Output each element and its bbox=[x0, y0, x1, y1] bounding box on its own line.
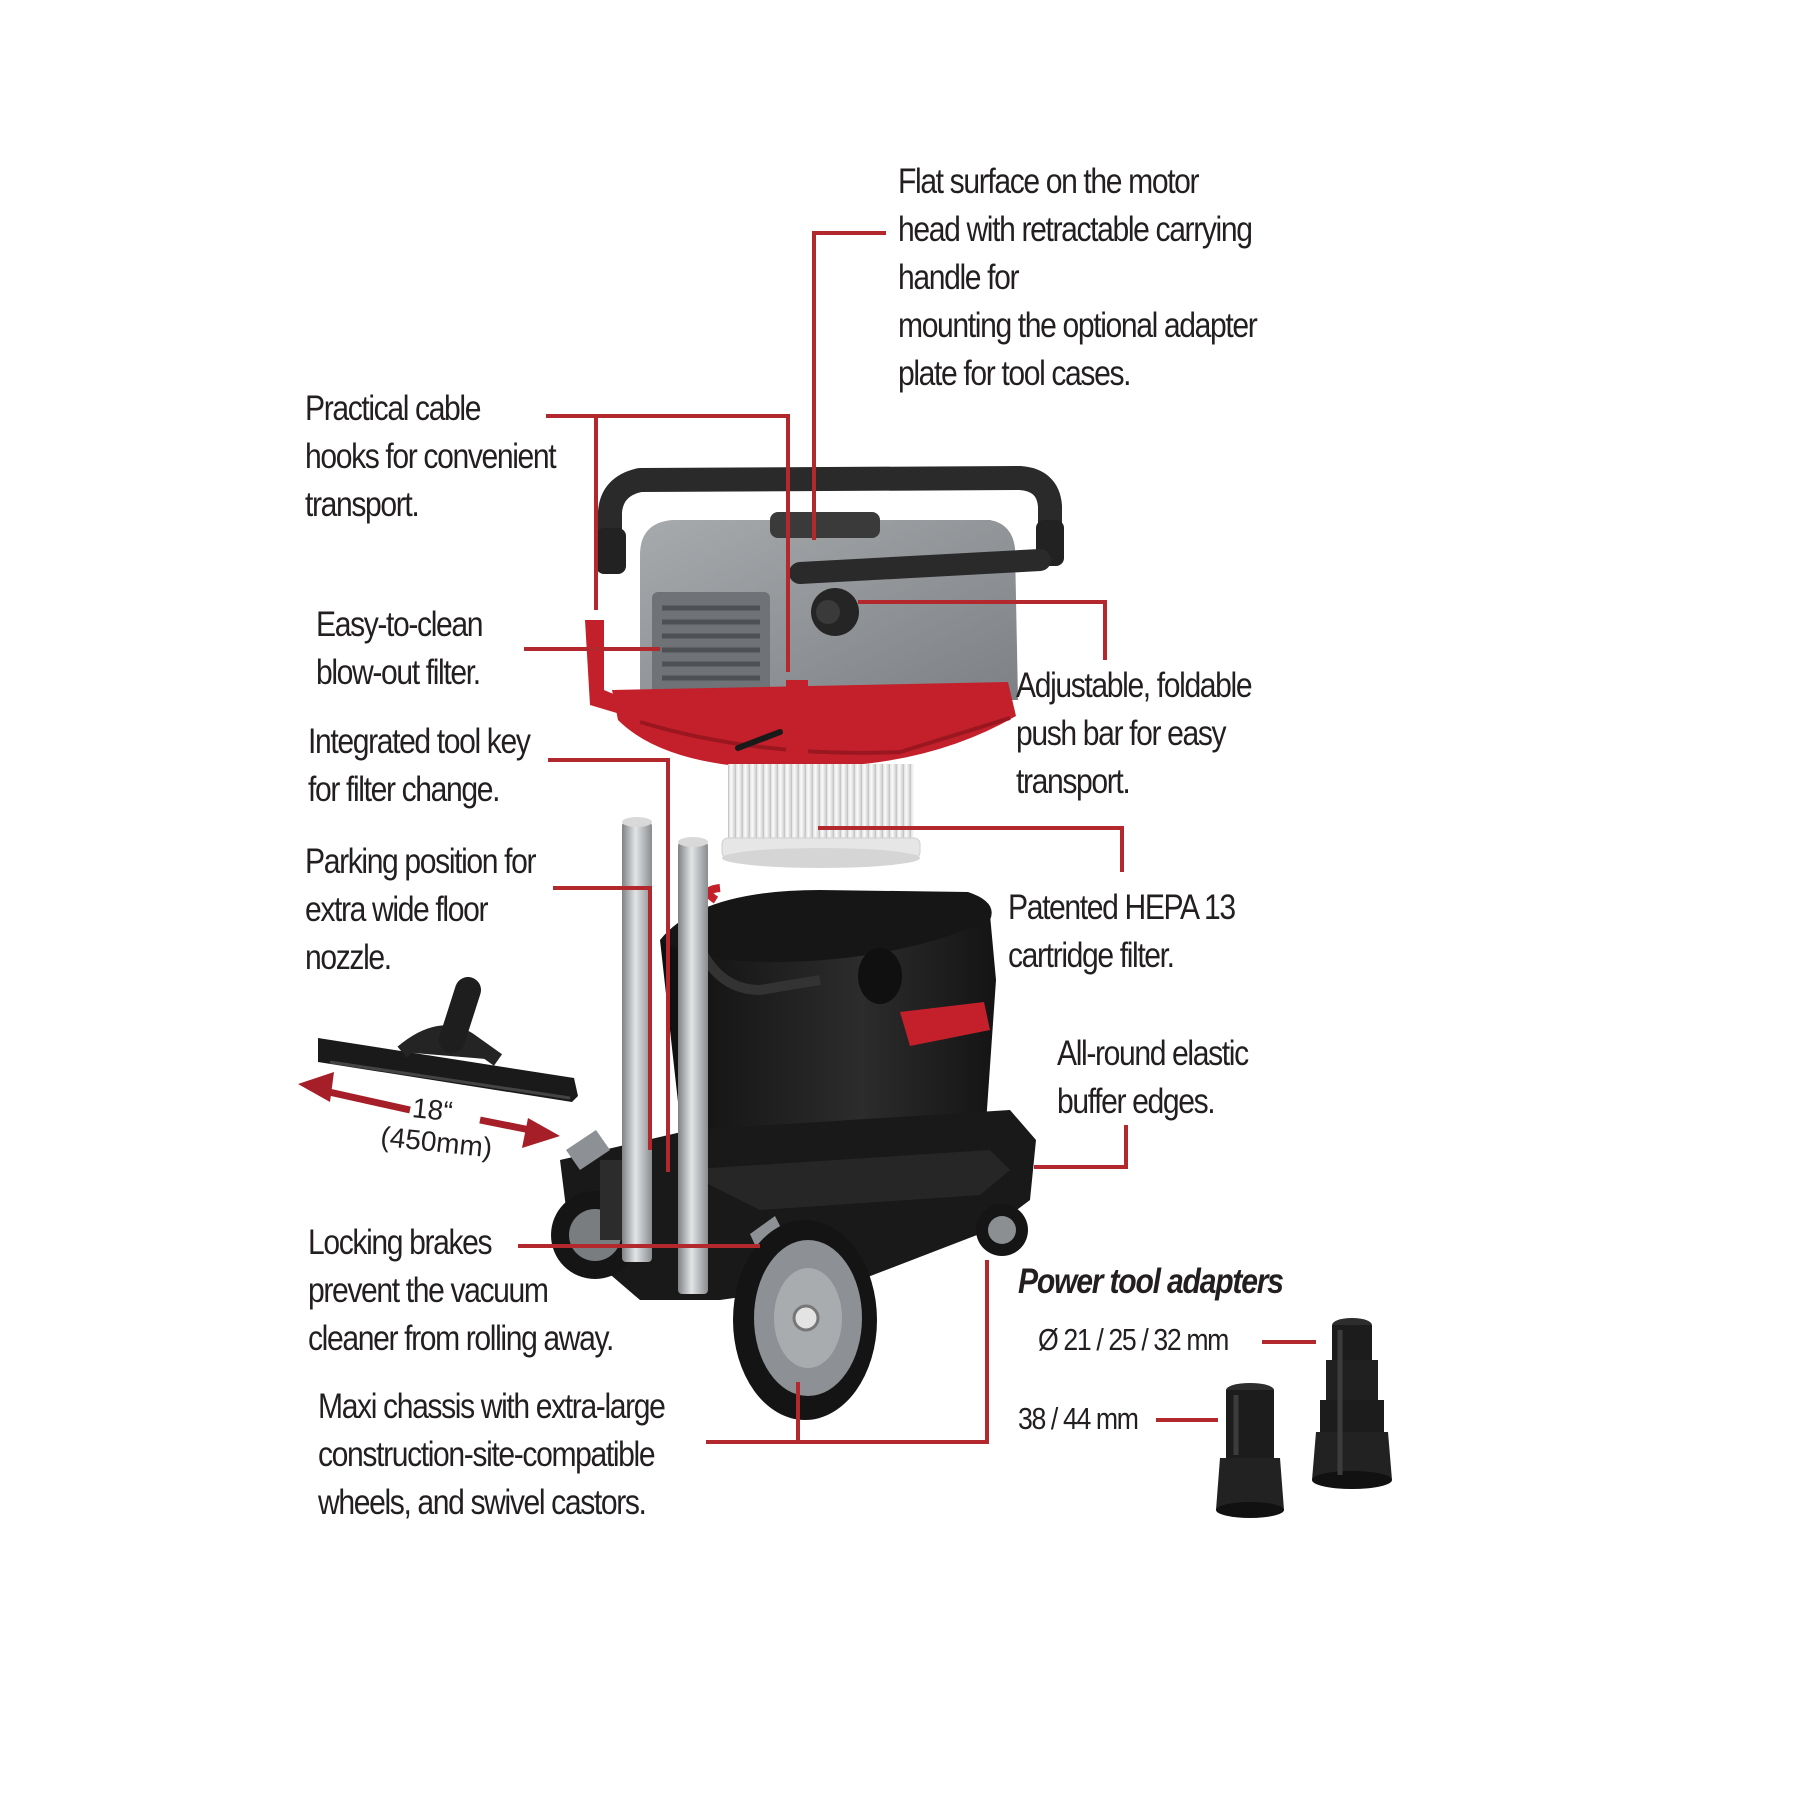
callout-line: construction-site-compatible bbox=[318, 1435, 656, 1474]
nozzle-width-metric: (450mm) bbox=[379, 1121, 494, 1164]
callout-tool-key: Integrated tool key for filter change. bbox=[308, 718, 531, 814]
callout-line: extra wide floor bbox=[305, 890, 488, 929]
callout-line: nozzle. bbox=[305, 938, 392, 977]
callout-line: Maxi chassis with extra-large bbox=[318, 1387, 666, 1426]
double-arrow-icon bbox=[298, 1072, 560, 1148]
floor-nozzle-illustration bbox=[318, 977, 578, 1102]
callout-line: buffer edges. bbox=[1057, 1082, 1216, 1121]
callout-line: Adjustable, foldable bbox=[1016, 666, 1253, 705]
callout-line: wheels, and swivel castors. bbox=[318, 1483, 647, 1522]
callout-blowout-filter: Easy-to-clean blow-out filter. bbox=[316, 601, 484, 697]
leader-lines bbox=[518, 231, 1316, 1444]
callout-line: Locking brakes bbox=[308, 1223, 493, 1262]
adapter-illustration bbox=[1216, 1318, 1392, 1518]
nozzle-width-imperial: 18“ bbox=[411, 1092, 454, 1127]
callout-line: handle for bbox=[898, 258, 1019, 297]
callout-brakes: Locking brakes prevent the vacuum cleane… bbox=[308, 1219, 614, 1363]
leader-tool-key bbox=[548, 758, 670, 1172]
callout-line: Integrated tool key bbox=[308, 722, 531, 761]
callout-hepa: Patented HEPA 13 cartridge filter. bbox=[1008, 884, 1236, 980]
callout-line: head with retractable carrying bbox=[898, 210, 1253, 249]
adapter-small-sizes: Ø 21 / 25 / 32 mm bbox=[1038, 1322, 1229, 1357]
leader-hepa bbox=[818, 826, 1124, 872]
callout-cable-hooks: Practical cable hooks for convenient tra… bbox=[305, 385, 557, 529]
callout-line: Parking position for bbox=[305, 842, 537, 881]
hepa-filter bbox=[721, 764, 921, 868]
callout-line: Flat surface on the motor bbox=[898, 162, 1200, 201]
leader-push-bar bbox=[858, 600, 1107, 660]
leader-motor-head bbox=[812, 231, 886, 540]
leader-parking bbox=[553, 886, 652, 1150]
callout-parking: Parking position for extra wide floor no… bbox=[305, 838, 537, 982]
callout-line: mounting the optional adapter bbox=[898, 306, 1258, 345]
callout-push-bar: Adjustable, foldable push bar for easy t… bbox=[1016, 662, 1253, 806]
callout-line: cartridge filter. bbox=[1008, 936, 1175, 975]
callout-line: prevent the vacuum bbox=[308, 1271, 549, 1310]
callout-line: transport. bbox=[1016, 762, 1131, 801]
callout-line: blow-out filter. bbox=[316, 653, 481, 692]
callout-motor-head: Flat surface on the motor head with retr… bbox=[898, 158, 1258, 398]
callout-line: All-round elastic bbox=[1057, 1034, 1249, 1073]
suction-tubes bbox=[622, 817, 708, 1294]
callout-line: push bar for easy bbox=[1016, 714, 1227, 753]
adapters-heading: Power tool adapters bbox=[1018, 1262, 1284, 1301]
leader-buffer bbox=[1034, 1125, 1128, 1169]
callout-line: for filter change. bbox=[308, 770, 500, 809]
callout-line: plate for tool cases. bbox=[898, 354, 1131, 393]
callout-buffer: All-round elastic buffer edges. bbox=[1057, 1030, 1249, 1126]
callout-line: cleaner from rolling away. bbox=[308, 1319, 614, 1358]
leader-cable-hooks-right bbox=[546, 414, 790, 672]
blowout-filter-vent bbox=[652, 592, 770, 702]
callout-line: Easy-to-clean bbox=[316, 605, 484, 644]
motor-head bbox=[585, 466, 1064, 768]
callout-line: hooks for convenient bbox=[305, 437, 557, 476]
callout-line: Patented HEPA 13 bbox=[1008, 888, 1236, 927]
adapter-large-sizes: 38 / 44 mm bbox=[1018, 1401, 1139, 1436]
callout-chassis: Maxi chassis with extra-large constructi… bbox=[318, 1383, 666, 1527]
callout-line: transport. bbox=[305, 485, 420, 524]
callout-line: Practical cable bbox=[305, 389, 481, 428]
